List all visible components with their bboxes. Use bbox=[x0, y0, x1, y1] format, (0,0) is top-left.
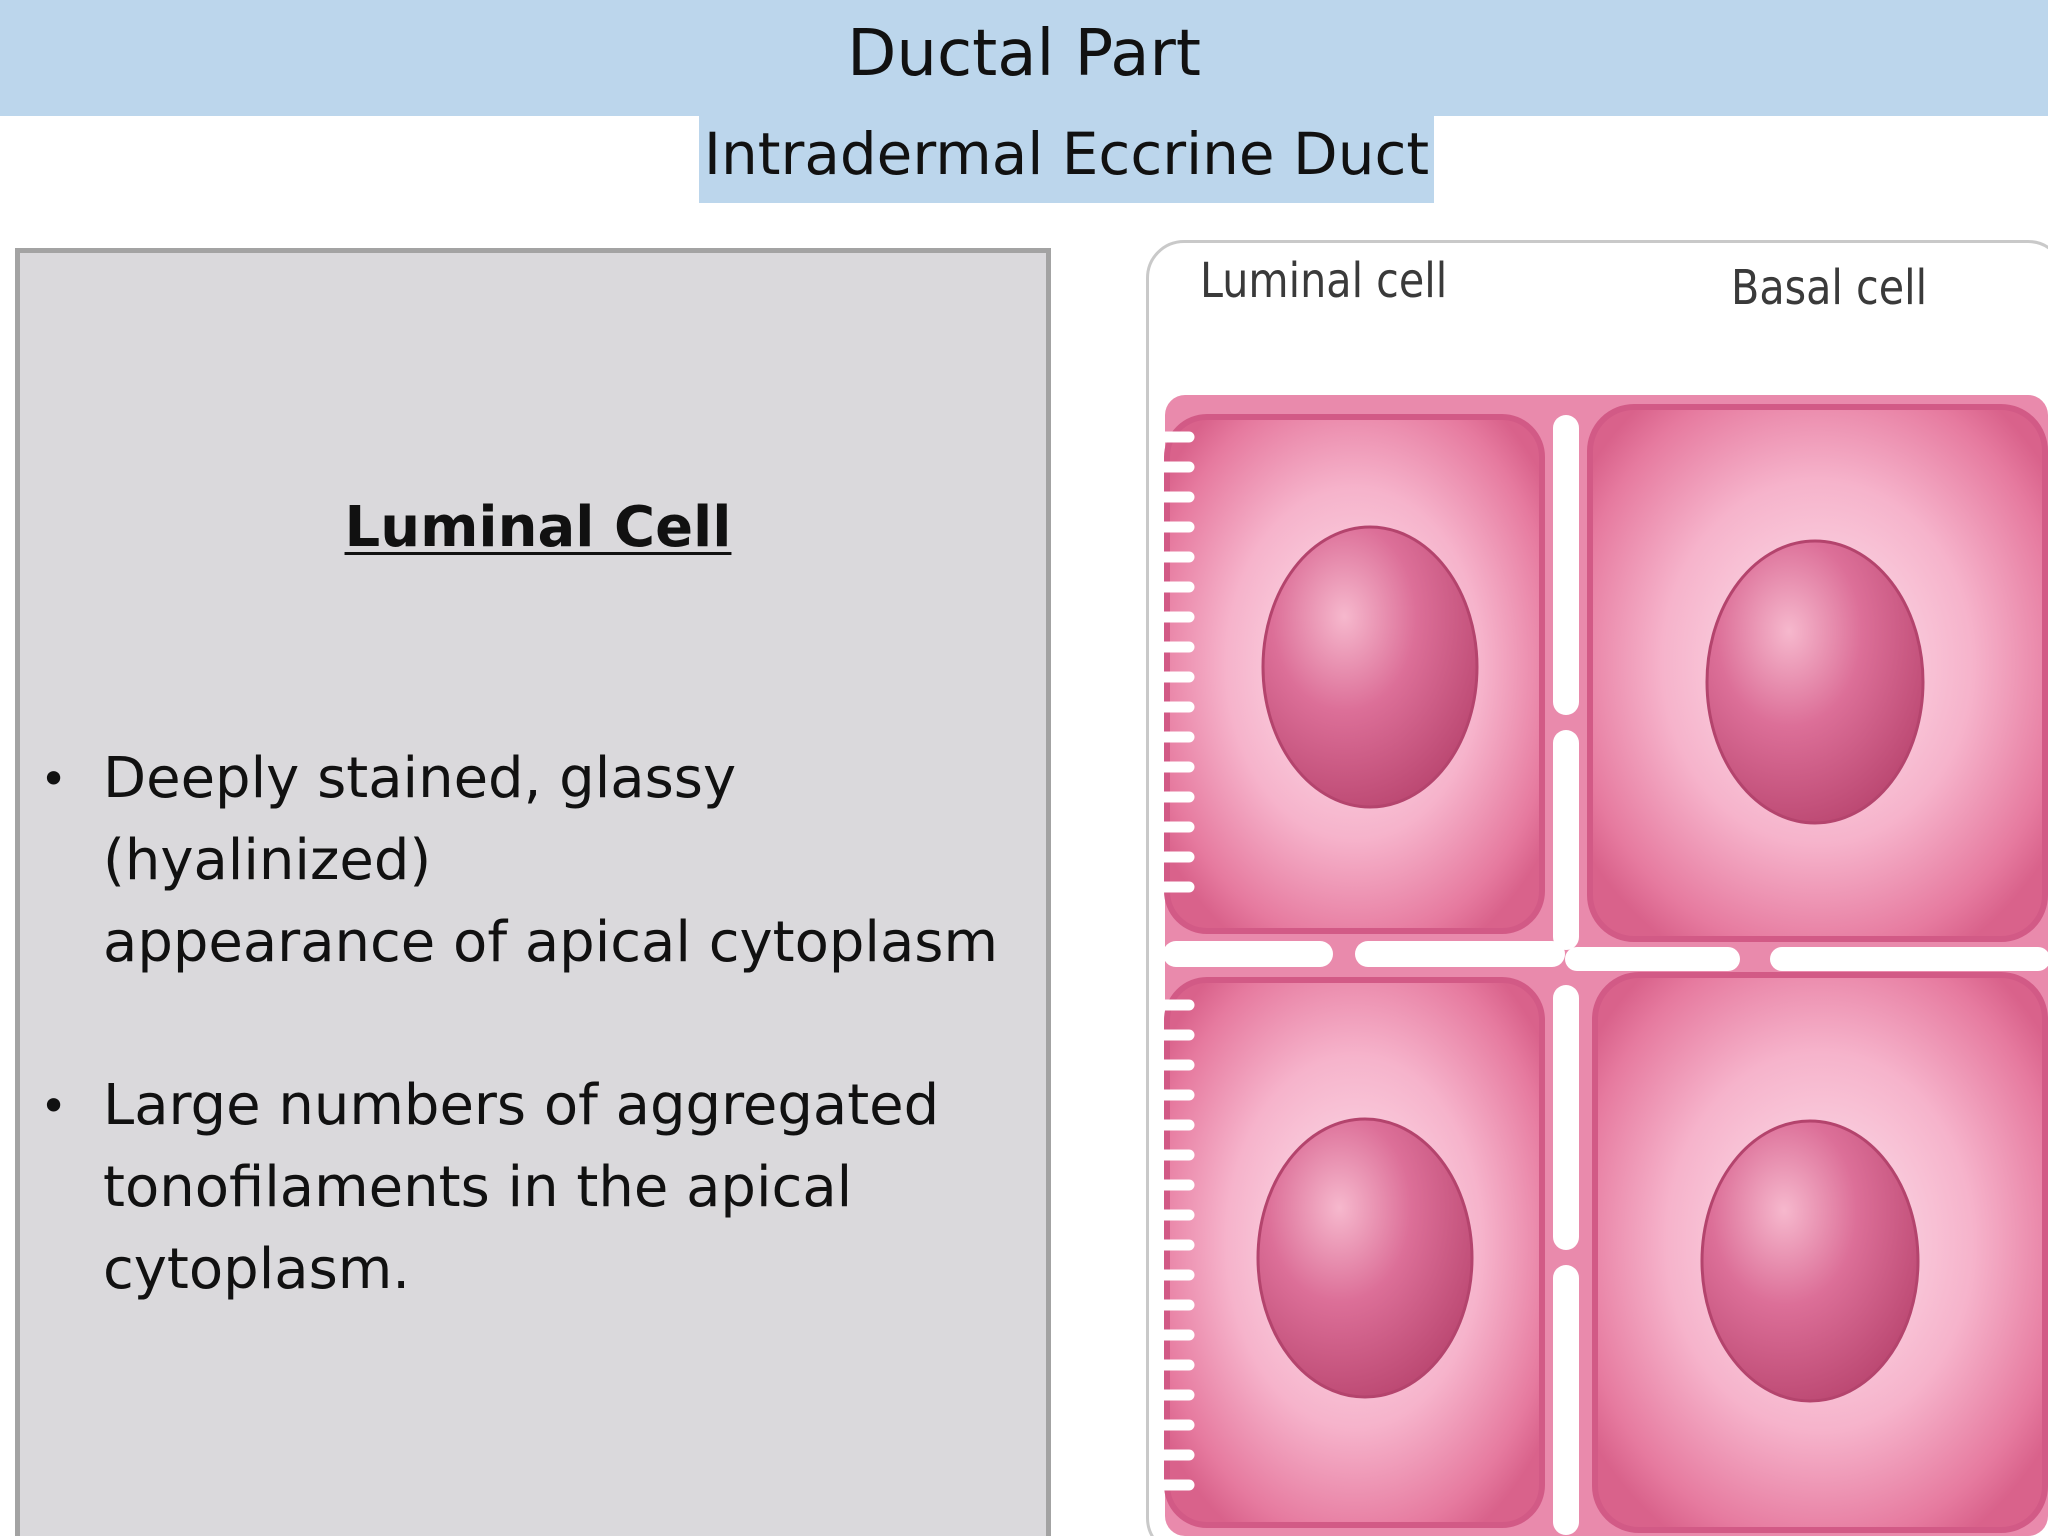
bullet-line: appearance of apical cytoplasm bbox=[103, 910, 999, 975]
microvilli bbox=[1155, 431, 1195, 1491]
nucleus bbox=[1700, 1119, 1920, 1403]
title-band bbox=[0, 0, 2048, 116]
basal-cell-label: Basal cell bbox=[1731, 260, 1928, 316]
bullet-line: tonofilaments in the apical bbox=[103, 1155, 853, 1220]
text-panel: Luminal Cell • Deeply stained, glassy (h… bbox=[15, 248, 1051, 1536]
bullet-marker: • bbox=[40, 752, 68, 806]
bullet-marker: • bbox=[40, 1079, 68, 1133]
luminal-cell-label: Luminal cell bbox=[1200, 253, 1448, 309]
nucleus bbox=[1261, 525, 1479, 809]
nucleus bbox=[1256, 1117, 1474, 1399]
slide-subtitle: Intradermal Eccrine Duct bbox=[703, 120, 1430, 188]
nucleus bbox=[1705, 539, 1925, 825]
panel-heading: Luminal Cell bbox=[20, 493, 1056, 563]
bullet-line: cytoplasm. bbox=[103, 1237, 411, 1302]
slide-title: Ductal Part bbox=[847, 17, 1201, 91]
panel-heading-text: Luminal Cell bbox=[344, 495, 732, 560]
subtitle-box: Intradermal Eccrine Duct bbox=[699, 104, 1434, 203]
cell-diagram bbox=[1155, 395, 2048, 1536]
bullet-line: Large numbers of aggregated bbox=[103, 1073, 940, 1138]
bullet-item: • Deeply stained, glassy (hyalinized) ap… bbox=[40, 738, 1040, 984]
bullet-item: • Large numbers of aggregated tonofilame… bbox=[40, 1065, 1040, 1311]
intercellular-gaps bbox=[1163, 415, 2048, 1535]
bullet-line: Deeply stained, glassy (hyalinized) bbox=[103, 746, 737, 893]
